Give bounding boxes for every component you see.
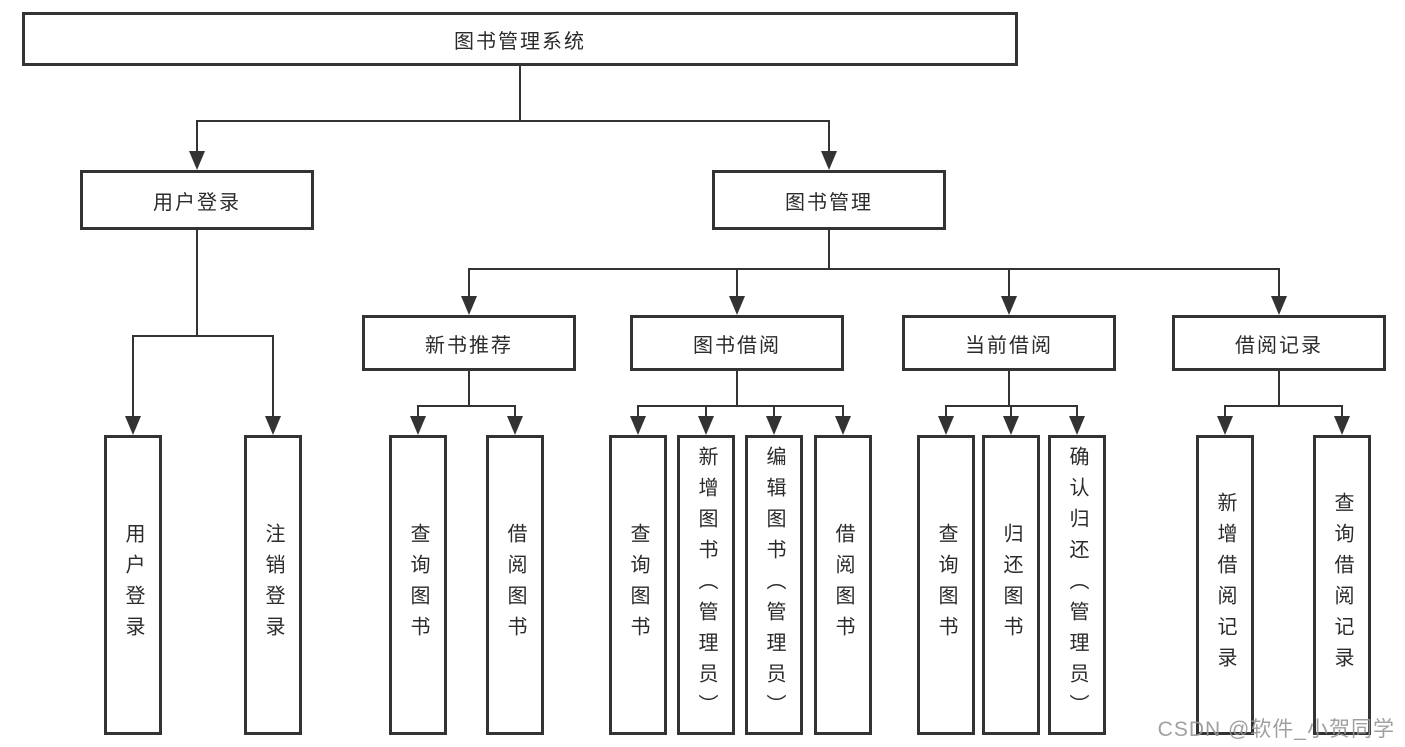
connector-vline <box>828 120 830 154</box>
node-label: 用户登录 <box>153 191 241 214</box>
arrow-down-icon <box>698 416 714 435</box>
node-label: 图书借阅 <box>693 334 781 357</box>
connector-vline <box>196 120 198 154</box>
connector-vline <box>1278 371 1280 407</box>
connector-vline <box>1076 405 1078 419</box>
node-label: 图书管理 <box>785 191 873 214</box>
node-label: 当前借阅 <box>965 334 1053 357</box>
leaf-logout: 注销登录 <box>244 435 302 735</box>
connector-vline <box>842 405 844 419</box>
connector-vline <box>736 268 738 298</box>
arrow-down-icon <box>1334 416 1350 435</box>
arrow-down-icon <box>507 416 523 435</box>
leaf-label: 新增借阅记录 <box>1214 492 1236 678</box>
connector-vline <box>132 335 134 417</box>
connector-vline <box>519 66 521 120</box>
arrow-down-icon <box>1271 296 1287 315</box>
leaf-query-books: 查询图书 <box>389 435 447 735</box>
node-label: 图书管理系统 <box>454 30 586 53</box>
leaf-borrow-books: 借阅图书 <box>814 435 872 735</box>
leaf-label: 确认归还（管理员） <box>1066 445 1088 725</box>
leaf-query-borrow-record: 查询借阅记录 <box>1313 435 1371 735</box>
leaf-confirm-return-admin: 确认归还（管理员） <box>1048 435 1106 735</box>
node-book-management: 图书管理 <box>712 170 946 230</box>
node-borrowing-records: 借阅记录 <box>1172 315 1386 371</box>
leaf-edit-books-admin: 编辑图书（管理员） <box>745 435 803 735</box>
node-label: 借阅记录 <box>1235 334 1323 357</box>
leaf-add-books-admin: 新增图书（管理员） <box>677 435 735 735</box>
connector-vline <box>272 335 274 417</box>
connector-vline <box>637 405 639 419</box>
arrow-down-icon <box>125 416 141 435</box>
arrow-down-icon <box>1003 416 1019 435</box>
connector-vline <box>828 230 830 270</box>
leaf-label: 用户登录 <box>122 523 144 647</box>
arrow-down-icon <box>1001 296 1017 315</box>
leaf-return-books: 归还图书 <box>982 435 1040 735</box>
connector-vline <box>1341 405 1343 419</box>
node-new-book-recommendation: 新书推荐 <box>362 315 576 371</box>
leaf-label: 查询图书 <box>935 523 957 647</box>
leaf-borrow-books: 借阅图书 <box>486 435 544 735</box>
connector-vline <box>1278 268 1280 298</box>
arrow-down-icon <box>835 416 851 435</box>
connector-vline <box>417 405 419 419</box>
connector-hline <box>417 405 516 407</box>
connector-vline <box>773 405 775 419</box>
leaf-label: 归还图书 <box>1000 523 1022 647</box>
arrow-down-icon <box>821 151 837 170</box>
leaf-label: 查询图书 <box>407 523 429 647</box>
leaf-user-login: 用户登录 <box>104 435 162 735</box>
arrow-down-icon <box>729 296 745 315</box>
connector-vline <box>468 268 470 298</box>
arrow-down-icon <box>938 416 954 435</box>
connector-vline <box>468 371 470 407</box>
connector-vline <box>196 230 198 337</box>
node-book-borrowing: 图书借阅 <box>630 315 844 371</box>
connector-vline <box>514 405 516 419</box>
leaf-label: 查询借阅记录 <box>1331 492 1353 678</box>
connector-vline <box>1008 371 1010 407</box>
node-label: 新书推荐 <box>425 334 513 357</box>
connector-hline <box>196 120 830 122</box>
leaf-label: 查询图书 <box>627 523 649 647</box>
node-current-borrowing: 当前借阅 <box>902 315 1116 371</box>
arrow-down-icon <box>1217 416 1233 435</box>
leaf-add-borrow-record: 新增借阅记录 <box>1196 435 1254 735</box>
connector-hline <box>468 268 1280 270</box>
arrow-down-icon <box>1069 416 1085 435</box>
leaf-label: 借阅图书 <box>504 523 526 647</box>
leaf-label: 注销登录 <box>262 523 284 647</box>
connector-vline <box>1008 268 1010 298</box>
connector-hline <box>132 335 274 337</box>
leaf-label: 编辑图书（管理员） <box>763 445 785 725</box>
leaf-query-books: 查询图书 <box>917 435 975 735</box>
connector-hline <box>1224 405 1343 407</box>
arrow-down-icon <box>461 296 477 315</box>
connector-vline <box>945 405 947 419</box>
csdn-watermark: CSDN @软件_小贺同学 <box>1157 718 1395 741</box>
arrow-down-icon <box>265 416 281 435</box>
arrow-down-icon <box>766 416 782 435</box>
node-user-login: 用户登录 <box>80 170 314 230</box>
connector-vline <box>1010 405 1012 419</box>
leaf-label: 借阅图书 <box>832 523 854 647</box>
node-library-management-system: 图书管理系统 <box>22 12 1018 66</box>
connector-vline <box>705 405 707 419</box>
connector-vline <box>1224 405 1226 419</box>
leaf-query-books: 查询图书 <box>609 435 667 735</box>
leaf-label: 新增图书（管理员） <box>695 445 717 725</box>
arrow-down-icon <box>410 416 426 435</box>
arrow-down-icon <box>189 151 205 170</box>
connector-hline <box>637 405 844 407</box>
connector-vline <box>736 371 738 407</box>
arrow-down-icon <box>630 416 646 435</box>
